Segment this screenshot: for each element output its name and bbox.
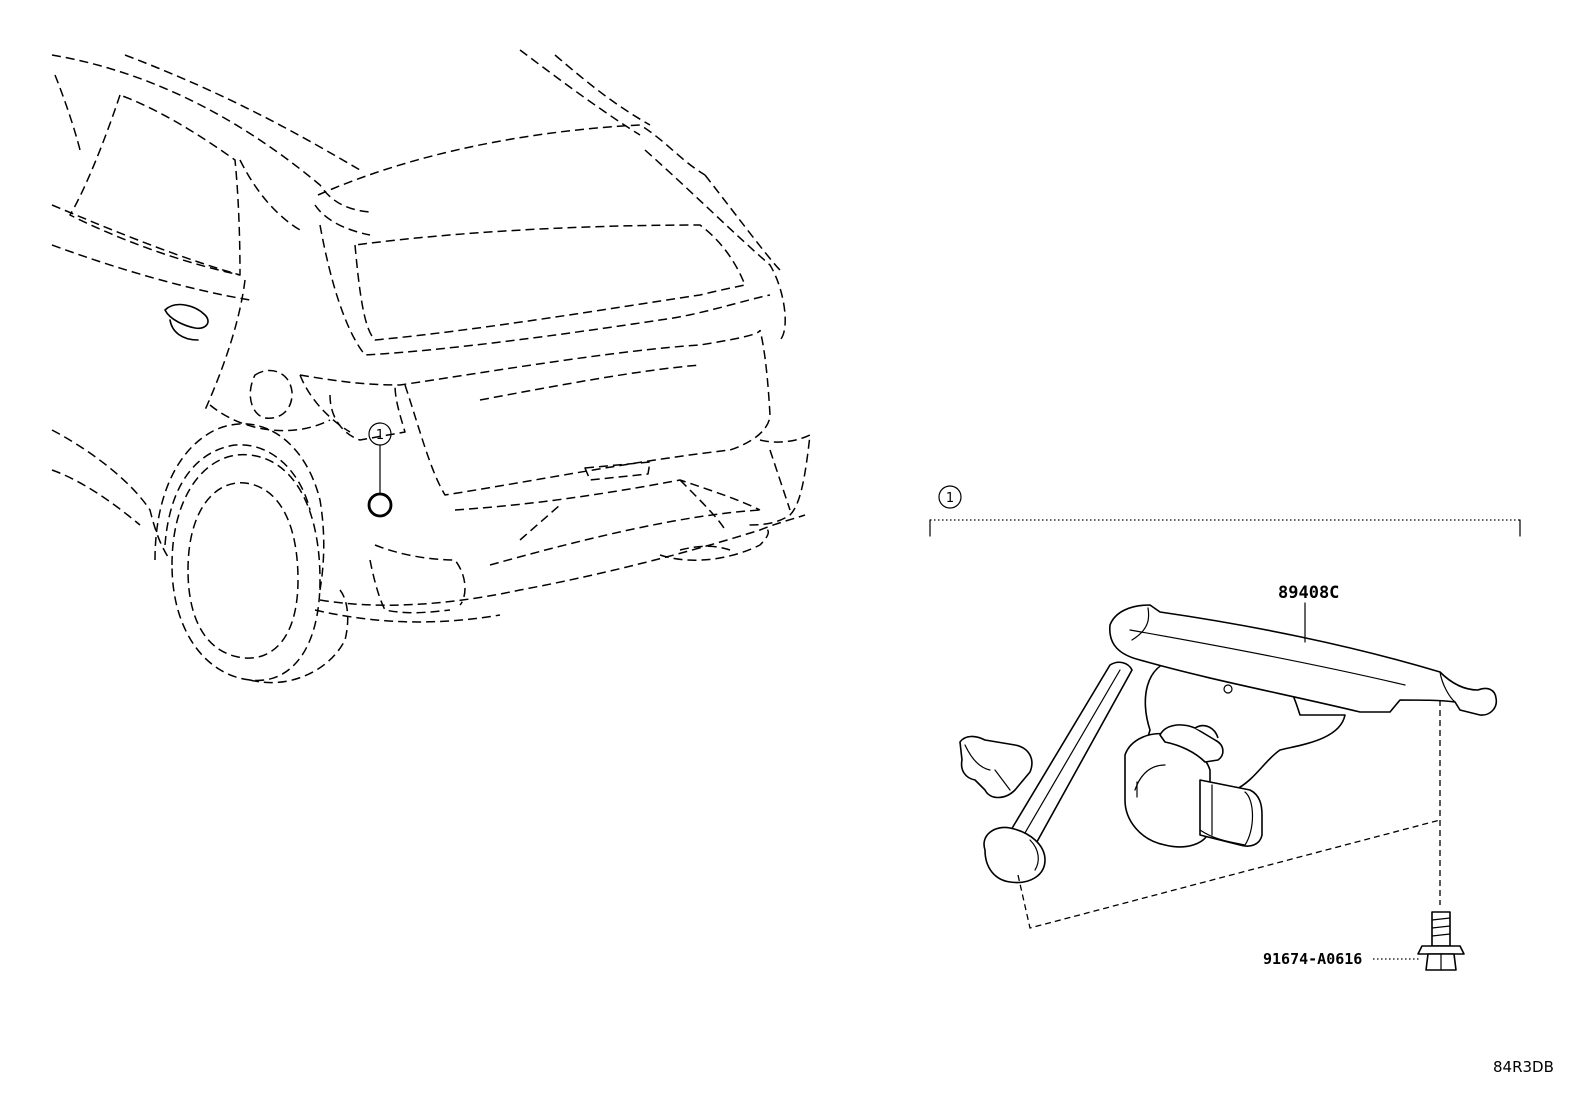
flange-bolt [1417,911,1465,971]
height-sensor-assembly [959,604,1498,884]
sensor-location-marker [367,492,393,518]
vehicle-callout: 1 [367,422,393,518]
illustration-code: 84R3DB [1493,1058,1554,1076]
part-number-sensor: 89408C [1278,583,1339,603]
parts-group-bracket: 1 [929,485,1521,537]
group-callout-circle [938,485,962,509]
group-callout-number: 1 [946,491,954,506]
callout-number: 1 [376,428,384,443]
vehicle-rear-view [51,49,811,684]
part-labels: 89408C 91674-A0616 [1263,583,1420,968]
part-number-bolt: 91674-A0616 [1263,950,1362,968]
mounting-phantom-lines [1017,700,1441,929]
